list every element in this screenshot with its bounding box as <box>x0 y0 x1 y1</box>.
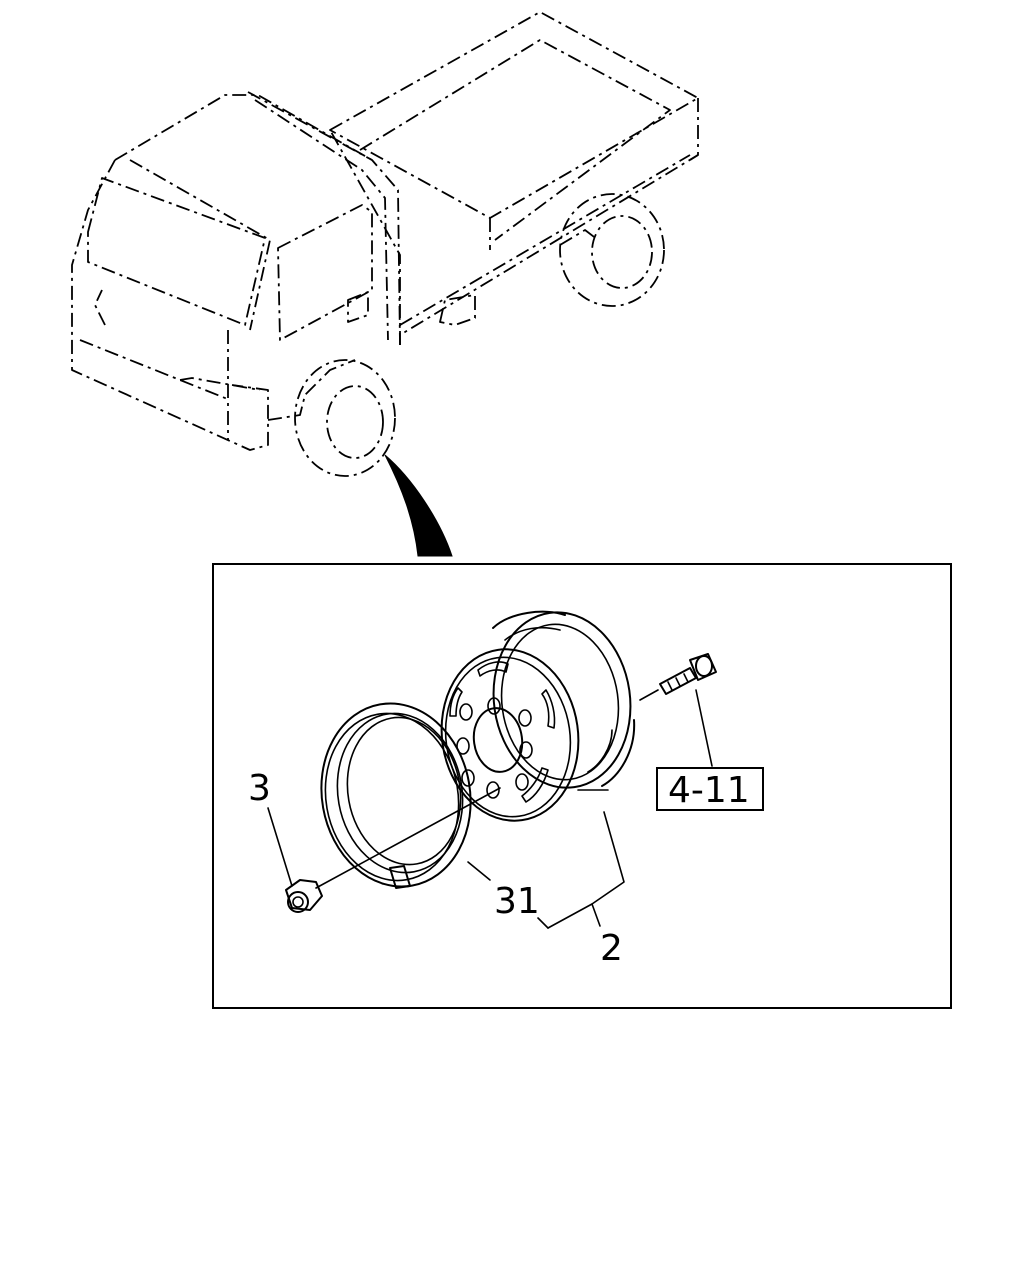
truck-outline <box>71 11 699 477</box>
wheel-disc <box>440 610 636 822</box>
callout-rim-band: 31 <box>494 881 540 922</box>
detail-frame <box>212 563 952 1009</box>
rim-band <box>320 702 472 889</box>
stud-bolt <box>659 653 717 695</box>
wheel-nut <box>285 879 323 913</box>
leader-lines <box>267 689 713 929</box>
detail-pointer-arrow <box>384 454 453 557</box>
callout-stud-ref: 4-11 <box>668 770 750 811</box>
reference-box <box>656 767 764 811</box>
callout-nut: 3 <box>248 768 271 809</box>
assembly-axis-line <box>315 689 659 889</box>
callout-wheel: 2 <box>600 928 623 969</box>
